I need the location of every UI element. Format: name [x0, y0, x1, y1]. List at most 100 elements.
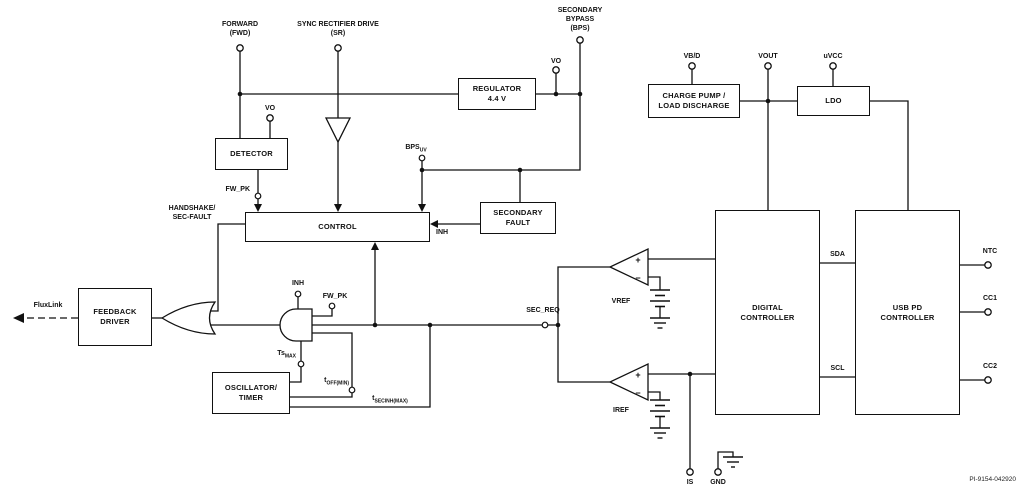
block-secondary-fault: SECONDARY FAULT — [480, 202, 556, 234]
ground-vref-icon — [650, 317, 670, 329]
signal-nodes — [254, 154, 549, 394]
node-circle-bps-uv — [418, 154, 426, 162]
buffer-triangle-icon — [324, 117, 352, 144]
or-gate-icon — [160, 301, 217, 335]
arrowhead-icon — [430, 220, 438, 228]
arrowhead-icon — [371, 242, 379, 250]
terminal-circle — [552, 66, 560, 74]
node-circle-fw-pk-gate — [328, 302, 336, 310]
junction-dots — [237, 91, 771, 377]
block-control: CONTROL — [245, 212, 430, 242]
terminal-circle — [984, 308, 992, 316]
signal-label-t-secinh-max: tSECINH(MAX) — [372, 395, 408, 405]
block-feedback-driver: FEEDBACK DRIVER — [78, 288, 152, 346]
plus-sign: + — [635, 370, 640, 380]
pin-terminals — [236, 36, 992, 476]
signal-label-sec-req: SEC_REQ — [526, 307, 560, 314]
comparator-cc-icon — [608, 362, 649, 402]
signal-label-handshake: HANDSHAKE/ SEC-FAULT — [168, 205, 216, 222]
pin-label-cc1: CC1 — [982, 295, 997, 302]
wire-bps — [422, 43, 581, 171]
junction-dot — [577, 91, 583, 97]
junction-dot — [517, 167, 523, 173]
node-circle-inh — [294, 290, 302, 298]
pin-label-vbd: VB/D — [683, 53, 701, 60]
terminal-circle — [829, 62, 837, 70]
ground-gnd-icon — [723, 456, 743, 468]
junction-dot — [427, 322, 433, 328]
block-oscillator-timer: OSCILLATOR/ TIMER — [212, 372, 290, 414]
block-charge-pump: CHARGE PUMP / LOAD DISCHARGE — [648, 84, 740, 118]
junction-dot — [687, 371, 693, 377]
terminal-circle — [576, 36, 584, 44]
junction-dot — [553, 91, 559, 97]
arrowheads — [13, 204, 438, 323]
signal-label-inh-gate: INH — [291, 280, 305, 287]
pin-label-cc2: CC2 — [982, 363, 997, 370]
wire-cc-minus-input — [648, 391, 661, 400]
block-regulator: REGULATOR 4.4 V — [458, 78, 536, 110]
battery-iref-icon — [650, 399, 670, 418]
signal-label-sda: SDA — [830, 251, 845, 258]
wires — [22, 43, 985, 469]
signal-label-fw-pk-gate: FW_PK — [322, 293, 348, 300]
terminal-circle — [686, 468, 694, 476]
wire-t-off-min — [290, 332, 353, 398]
node-circle-t-off-min — [348, 386, 356, 394]
terminal-circle — [266, 114, 274, 122]
block-digital-controller: DIGITAL CONTROLLER — [715, 210, 820, 415]
pin-label-is: IS — [686, 479, 694, 486]
signal-label-inh-control: INH — [436, 229, 449, 236]
junction-dot — [372, 322, 378, 328]
fluxlink-arrow-icon — [13, 313, 24, 323]
pin-label-vout: VOUT — [758, 53, 778, 60]
wire-t-secinh — [290, 325, 431, 408]
node-circle-sec-req — [541, 321, 549, 329]
pin-label-ntc: NTC — [982, 248, 998, 255]
node-circle-fw-pk — [254, 192, 262, 200]
terminal-circle — [714, 468, 722, 476]
minus-sign: − — [635, 273, 640, 283]
arrowhead-icon — [418, 204, 426, 212]
signal-label-ts-max: TsMAX — [277, 350, 296, 360]
terminal-circle — [984, 261, 992, 269]
terminal-circle — [984, 376, 992, 384]
plus-sign: + — [635, 255, 640, 265]
arrowhead-icon — [254, 204, 262, 212]
pin-label-forward: FORWARD (FWD) — [221, 21, 259, 38]
pin-label-sr: SYNC RECTIFIER DRIVE (SR) — [297, 21, 379, 38]
minus-sign: − — [635, 388, 640, 398]
junction-dot — [765, 98, 771, 104]
signal-label-fw-pk: FW_PK — [225, 186, 251, 193]
block-ldo: LDO — [797, 86, 870, 116]
terminal-circle — [334, 44, 342, 52]
wire-cv-minus-input — [648, 276, 661, 290]
node-circle-ts-max — [297, 360, 305, 368]
arrowhead-icon — [334, 204, 342, 212]
pin-label-vo-top: VO — [550, 58, 562, 65]
pin-label-uvcc: uVCC — [823, 53, 843, 60]
signal-label-t-off-min: tOFF(MIN) — [324, 377, 349, 387]
block-usb-pd-controller: USB PD CONTROLLER — [855, 210, 960, 415]
battery-vref-icon — [650, 289, 670, 308]
signal-label-scl: SCL — [830, 365, 845, 372]
comparator-cv-icon — [608, 247, 649, 287]
signal-label-bps-uv: BPSUV — [405, 144, 427, 154]
terminal-circle — [236, 44, 244, 52]
wire-gnd — [717, 451, 734, 469]
signal-label-iref: IREF — [613, 407, 629, 414]
wire-ldo-to-usbpd — [870, 100, 909, 210]
junction-dot — [555, 322, 561, 328]
ground-iref-icon — [650, 427, 670, 439]
block-detector: DETECTOR — [215, 138, 288, 170]
pin-label-vo-detector: VO — [264, 105, 276, 112]
signal-label-vref: VREF — [611, 298, 631, 305]
junction-dot — [419, 167, 425, 173]
wire-ts-max — [290, 341, 302, 383]
wire-comparator-outputs — [557, 266, 610, 383]
wire-handshake — [211, 223, 245, 312]
part-number: PI-9154-042920 — [969, 476, 1016, 483]
and-gate-icon — [279, 308, 313, 342]
